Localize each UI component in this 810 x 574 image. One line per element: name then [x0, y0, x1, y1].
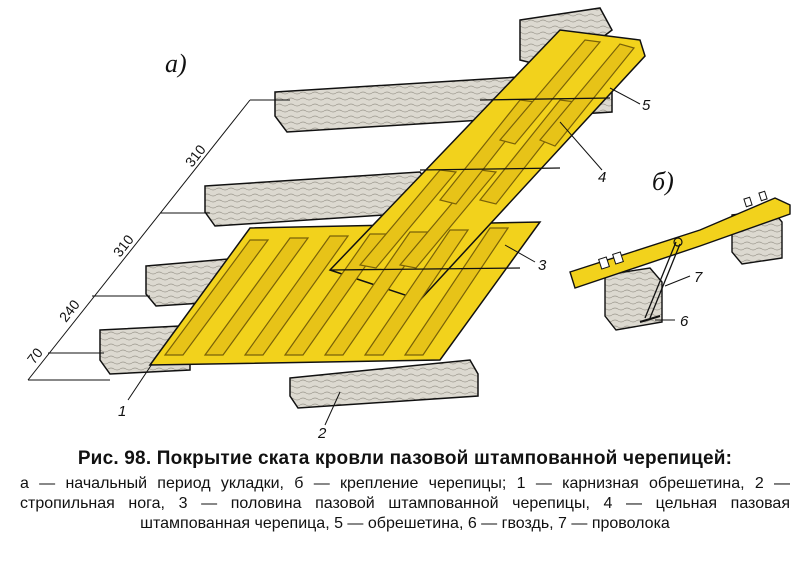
caption-legend: а — начальный период укладки, б — крепле… [20, 475, 790, 532]
ridge [539, 43, 636, 147]
dim-310-top: 310 [182, 141, 209, 169]
tile-seam [419, 167, 561, 171]
ridge [243, 235, 350, 356]
tiles [148, 29, 646, 366]
nail [639, 315, 661, 323]
callout-7: 7 [694, 269, 703, 286]
caption-title: Рис. 98. Покрытие ската кровли пазовой ш… [77, 448, 733, 469]
detail-tile [569, 197, 791, 289]
callout-3: 3 [538, 257, 547, 274]
rafter [289, 359, 479, 409]
wire [644, 241, 677, 319]
callout-leaders [127, 87, 641, 426]
tile-seam [479, 97, 611, 101]
tile-seam [329, 267, 521, 271]
roof-tile-figure: 310 310 240 70 а) б) 1 2 3 4 5 6 7 [24, 7, 791, 440]
ridge [358, 169, 458, 269]
dim-310-mid: 310 [110, 231, 137, 259]
ridge [163, 239, 270, 356]
panel-label-a: а) [165, 49, 187, 78]
wire-loop [673, 237, 683, 247]
wire-2 [649, 243, 681, 319]
dimension-lines [27, 99, 290, 381]
panel-label-b: б) [652, 167, 674, 196]
ridge [498, 39, 602, 145]
dim-70: 70 [24, 345, 46, 367]
figure-caption: Рис. 98. Покрытие ската кровли пазовой ш… [20, 448, 790, 534]
detail-b [569, 190, 791, 331]
callout-1: 1 [118, 403, 126, 420]
tile-strip-diagonal [328, 29, 646, 301]
ridge [363, 229, 470, 356]
callout-4: 4 [598, 169, 606, 186]
callout-2: 2 [317, 425, 327, 440]
dim-240: 240 [56, 296, 83, 324]
detail-batten-left [604, 267, 663, 331]
ridge [403, 227, 510, 356]
ridge [203, 237, 310, 356]
callout-6: 6 [680, 313, 689, 330]
callout-5: 5 [642, 97, 651, 114]
